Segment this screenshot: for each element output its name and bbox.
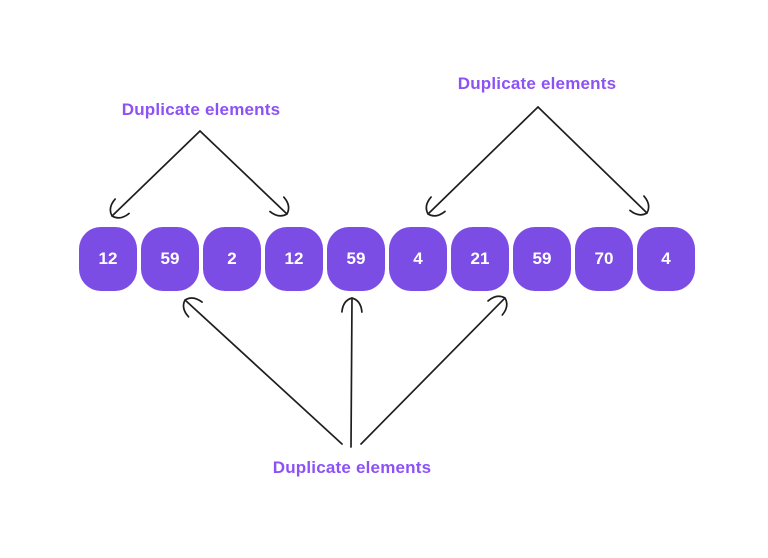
arrowhead	[182, 297, 203, 318]
duplicate-elements-label-top-right: Duplicate elements	[457, 74, 617, 93]
arrow	[360, 295, 508, 445]
array-element: 59	[513, 227, 571, 291]
arrowhead	[487, 295, 508, 316]
arrowhead	[109, 198, 130, 219]
arrow	[341, 297, 363, 448]
arrow	[109, 130, 201, 219]
arrowhead	[341, 297, 363, 313]
arrow	[182, 297, 343, 445]
array-element: 2	[203, 227, 261, 291]
duplicate-elements-label-top-left: Duplicate elements	[121, 100, 281, 119]
array-element: 59	[327, 227, 385, 291]
arrowhead	[629, 195, 650, 216]
arrow	[537, 106, 650, 216]
arrow	[199, 130, 290, 217]
array-element: 59	[141, 227, 199, 291]
array-element: 4	[389, 227, 447, 291]
arrowhead	[425, 196, 446, 217]
array-element: 21	[451, 227, 509, 291]
array-element: 12	[265, 227, 323, 291]
arrowhead	[269, 196, 290, 217]
array-element: 4	[637, 227, 695, 291]
arrow	[425, 106, 539, 217]
array-element: 70	[575, 227, 633, 291]
array-element: 12	[79, 227, 137, 291]
duplicate-elements-label-bottom: Duplicate elements	[272, 458, 432, 477]
